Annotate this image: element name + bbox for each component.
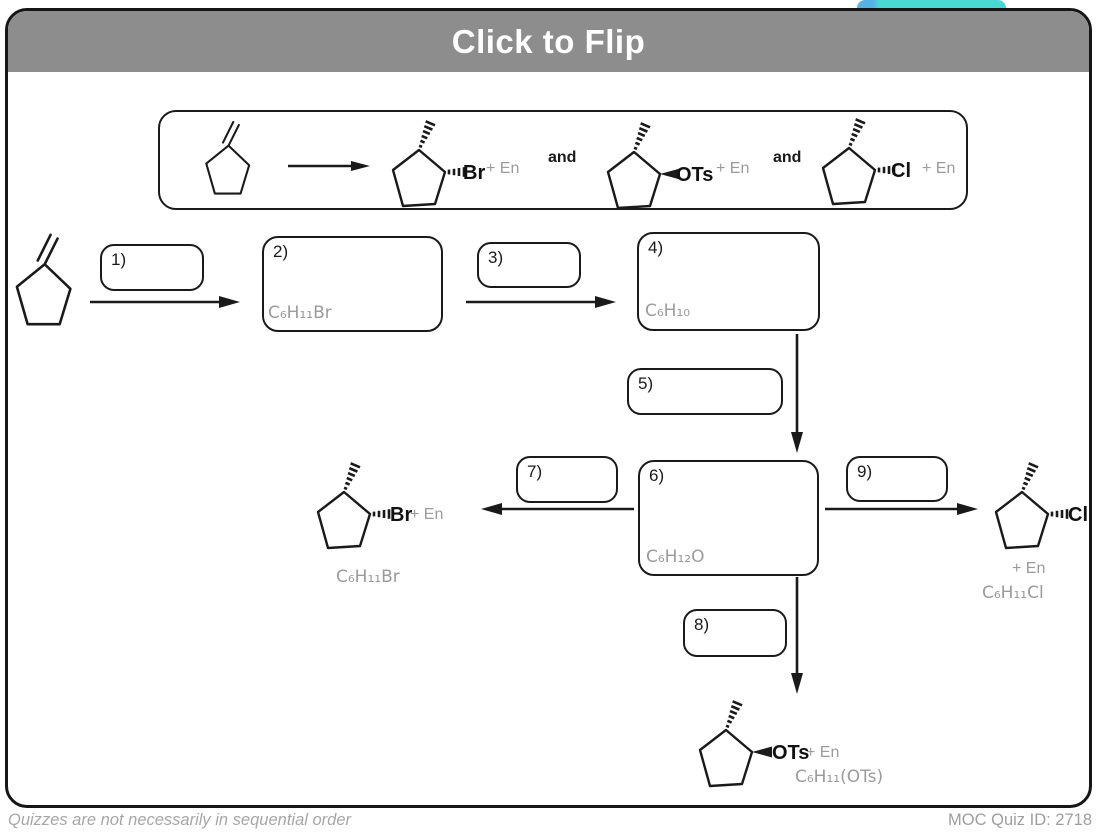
cyclopentane-ring <box>205 144 251 195</box>
footer-disclaimer: Quizzes are not necessarily in sequentia… <box>8 811 352 829</box>
substituent-label: Cl <box>1068 504 1088 526</box>
card-number: 5) <box>638 374 654 393</box>
trans-2-methylcyclopentyl-bromide-structure: Br <box>391 120 485 208</box>
flip-card-2[interactable]: 2) <box>262 236 443 332</box>
card-number: 2) <box>273 242 289 261</box>
substituent-label: Cl <box>891 160 911 182</box>
molecular-formula: C₆H₁₀ <box>645 301 691 321</box>
card-number: 9) <box>857 462 873 481</box>
flip-card-8[interactable]: 8) <box>683 609 787 657</box>
trans-2-methylcyclopentyl-tosylate-structure: OTs <box>606 122 713 210</box>
flip-card-5[interactable]: 5) <box>627 368 783 415</box>
arrow-head <box>219 296 240 308</box>
cyclopentane-ring <box>391 148 447 208</box>
cyclopentane-ring <box>316 490 372 550</box>
reaction-arrow-right <box>288 161 370 171</box>
hashed-wedge-methyl <box>1021 462 1039 491</box>
molecular-formula: C₆H₁₁Cl <box>982 583 1044 603</box>
arrow-head <box>481 503 502 515</box>
card-number: 6) <box>649 466 665 485</box>
molecular-formula: C₆H₁₂O <box>646 547 705 567</box>
card-number: 1) <box>111 250 127 269</box>
hashed-wedge-bond <box>877 165 896 175</box>
enantiomer-note: + En <box>806 744 840 761</box>
hashed-wedge-bond <box>372 509 391 519</box>
flip-card-7[interactable]: 7) <box>516 456 618 503</box>
enantiomer-note: + En <box>922 160 956 177</box>
arrow-head <box>791 673 803 694</box>
double-bond <box>43 237 59 266</box>
flip-card-4[interactable]: 4) <box>637 232 820 331</box>
substituent-label: Br <box>390 504 412 526</box>
hashed-wedge-methyl <box>633 122 651 151</box>
arrow-head <box>351 161 370 171</box>
substituent-label: OTs <box>676 164 713 186</box>
reaction-arrow-right <box>90 296 240 308</box>
solid-wedge-bond <box>752 746 772 758</box>
page-title: Click to Flip <box>451 22 646 60</box>
cyclopentane-ring <box>698 728 754 788</box>
double-bond <box>36 233 52 262</box>
card-number: 3) <box>488 248 504 267</box>
flip-card-3[interactable]: 3) <box>477 242 581 288</box>
card-number: 7) <box>527 462 543 481</box>
flip-card-9[interactable]: 9) <box>846 456 948 502</box>
and-label: and <box>773 149 802 166</box>
double-bond <box>227 123 240 147</box>
enantiomer-note: + En <box>1012 560 1046 577</box>
reaction-arrow-down <box>791 334 803 453</box>
enantiomer-note: + En <box>486 160 520 177</box>
solid-wedge-bond <box>660 168 680 180</box>
reaction-arrow-down <box>791 577 803 694</box>
hashed-wedge-methyl <box>848 118 866 147</box>
top-toolbar-button[interactable] <box>857 0 1006 10</box>
molecular-formula: C₆H₁₁Br <box>268 303 332 323</box>
flip-card-6[interactable]: 6) <box>638 460 819 576</box>
double-bond <box>221 120 235 144</box>
quiz-header: Click to Flip <box>8 11 1089 72</box>
trans-2-methylcyclopentyl-tosylate-structure: OTs <box>698 700 809 788</box>
trans-2-methylcyclopentyl-chloride-structure: Cl <box>994 462 1088 550</box>
quiz-panel: Click to Flip <box>5 8 1092 808</box>
cyclopentane-ring <box>821 146 877 206</box>
arrow-head <box>957 503 978 515</box>
reaction-arrow-right <box>466 296 616 308</box>
arrow-head <box>791 432 803 453</box>
methylenecyclopentane-structure <box>205 120 251 195</box>
hashed-wedge-methyl <box>725 700 743 729</box>
hashed-wedge-methyl <box>343 462 361 491</box>
quiz-id: MOC Quiz ID: 2718 <box>948 811 1092 829</box>
substituent-label: Br <box>463 162 485 184</box>
trans-2-methylcyclopentyl-bromide-structure: Br <box>316 462 412 550</box>
reaction-arrow-left <box>481 503 634 515</box>
trans-2-methylcyclopentyl-chloride-structure: Cl <box>821 118 911 206</box>
cyclopentane-ring <box>15 262 72 326</box>
enantiomer-note: + En <box>410 506 444 523</box>
hashed-wedge-methyl <box>418 120 436 149</box>
methylenecyclopentane-structure <box>15 233 72 326</box>
cyclopentane-ring <box>994 490 1050 550</box>
substituent-label: OTs <box>772 742 809 764</box>
card-number: 4) <box>648 238 664 257</box>
arrow-head <box>595 296 616 308</box>
example-reaction-box <box>158 110 968 210</box>
reaction-arrow-right <box>825 503 978 515</box>
molecular-formula: C₆H₁₁Br <box>336 567 400 587</box>
card-number: 8) <box>694 615 710 634</box>
flip-card-1[interactable]: 1) <box>100 244 204 291</box>
hashed-wedge-bond <box>447 167 466 177</box>
cyclopentane-ring <box>606 150 662 210</box>
and-label: and <box>548 149 577 166</box>
hashed-wedge-bond <box>1050 509 1069 519</box>
enantiomer-note: + En <box>716 160 750 177</box>
molecular-formula: C₆H₁₁(OTs) <box>795 767 884 787</box>
